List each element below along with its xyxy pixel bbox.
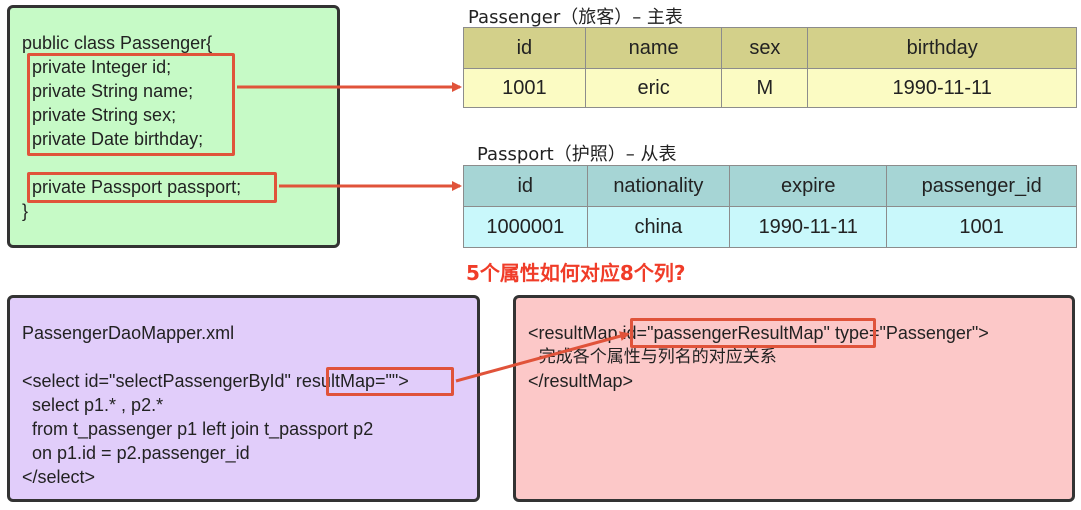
- select-open-line: <select id="selectPassengerById" resultM…: [22, 371, 409, 391]
- field-passport-line: private Passport passport;: [22, 177, 242, 197]
- mapping-question: 5个属性如何对应8个列?: [466, 261, 686, 285]
- passenger-table-header-row: id name sex birthday: [463, 27, 1077, 69]
- resultmap-id-highlight: [630, 318, 876, 348]
- field-name-line: private String name;: [22, 81, 194, 101]
- passport-field-highlight: [27, 172, 277, 203]
- passenger-class-box: [7, 5, 340, 248]
- passport-cell-nationality: china: [586, 206, 731, 248]
- passport-table-row: 1000001 china 1990-11-11 1001: [463, 206, 1077, 248]
- select-columns-line: select p1.* , p2.*: [22, 395, 164, 415]
- mapper-filename: PassengerDaoMapper.xml: [22, 323, 235, 343]
- select-on-line: on p1.id = p2.passenger_id: [22, 443, 250, 463]
- passport-table-title: Passport（护照）– 从表: [477, 144, 677, 165]
- field-birthday-line: private Date birthday;: [22, 129, 204, 149]
- resultmap-close-line: </resultMap>: [528, 371, 634, 391]
- passport-col-passenger-id: passenger_id: [886, 165, 1077, 207]
- passenger-col-birthday: birthday: [807, 27, 1077, 69]
- passenger-cell-sex: M: [721, 68, 809, 108]
- passport-col-nationality: nationality: [586, 165, 731, 207]
- passport-cell-passenger-id: 1001: [886, 206, 1077, 248]
- passenger-cell-id: 1001: [463, 68, 586, 108]
- resultmap-attr-highlight: [326, 367, 454, 396]
- resultmap-box: [513, 295, 1075, 502]
- class-close-brace: }: [22, 201, 29, 221]
- passenger-table-title: Passenger（旅客）– 主表: [468, 7, 683, 28]
- select-from-line: from t_passenger p1 left join t_passport…: [22, 419, 374, 439]
- passenger-col-sex: sex: [721, 27, 809, 69]
- basic-fields-highlight: [27, 53, 235, 156]
- resultmap-link-arrow: [455, 331, 630, 383]
- select-close-line: </select>: [22, 467, 96, 487]
- class-declaration-line: public class Passenger{: [22, 33, 213, 53]
- mapper-xml-box: [7, 295, 480, 502]
- resultmap-comment-line: 完成各个属性与列名的对应关系: [528, 347, 777, 367]
- passenger-col-name: name: [584, 27, 723, 69]
- passport-cell-id: 1000001: [463, 206, 588, 248]
- field-sex-line: private String sex;: [22, 105, 177, 125]
- passenger-col-id: id: [463, 27, 586, 69]
- passenger-table: id name sex birthday 1001 eric M 1990-11…: [463, 27, 1077, 108]
- passport-table: id nationality expire passenger_id 10000…: [463, 165, 1077, 248]
- passenger-table-row: 1001 eric M 1990-11-11: [463, 68, 1077, 108]
- passenger-cell-birthday: 1990-11-11: [807, 68, 1077, 108]
- passenger-cell-name: eric: [584, 68, 723, 108]
- passport-cell-expire: 1990-11-11: [729, 206, 888, 248]
- field-id-line: private Integer id;: [22, 57, 172, 77]
